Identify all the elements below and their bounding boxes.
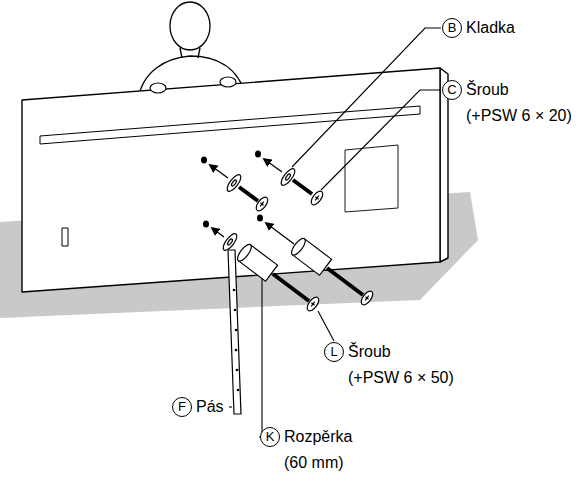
spacers bbox=[235, 236, 331, 281]
callout-letter: F bbox=[172, 397, 192, 417]
washers bbox=[221, 167, 297, 253]
mount-arrows bbox=[210, 159, 294, 244]
part-name: Rozpěrka (60 mm) bbox=[284, 424, 352, 476]
part-name: Šroub (+PSW 6 × 20) bbox=[466, 77, 572, 129]
strap bbox=[228, 250, 241, 414]
part-name: Pás bbox=[196, 394, 224, 420]
callout-letter: B bbox=[442, 18, 462, 38]
callout-letter: L bbox=[324, 342, 344, 362]
holes bbox=[201, 151, 263, 228]
callout-letter: C bbox=[442, 80, 462, 100]
person bbox=[138, 2, 246, 100]
screws bbox=[239, 180, 375, 313]
strap-holes bbox=[233, 289, 240, 392]
callout-letter: K bbox=[260, 427, 280, 447]
hands bbox=[150, 77, 236, 93]
part-name: Kladka bbox=[466, 15, 515, 41]
part-name: Šroub (+PSW 6 × 50) bbox=[348, 339, 454, 391]
